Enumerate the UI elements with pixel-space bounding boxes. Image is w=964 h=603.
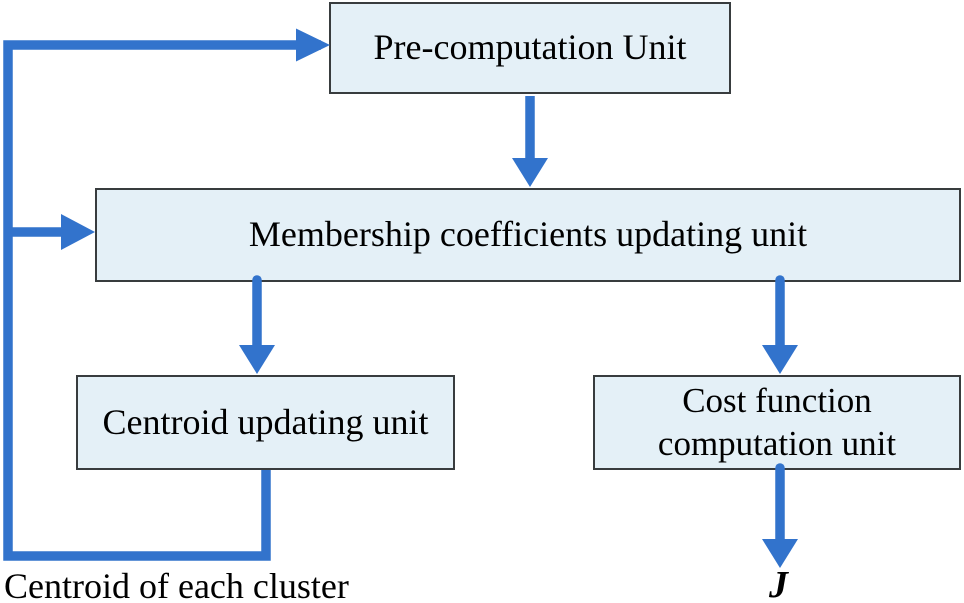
node-centroid-updating-unit: Centroid updating unit	[76, 375, 455, 470]
node-cost-label-line1: Cost function	[682, 380, 872, 420]
feedback-loop-line	[3, 40, 321, 561]
arrowhead-pre-to-membership-icon	[512, 158, 548, 187]
arrowhead-into-pre-computation-icon	[296, 28, 330, 62]
output-variable-label: J	[769, 564, 788, 603]
node-membership-coefficients-updating-unit: Membership coefficients updating unit	[95, 188, 961, 282]
node-pre-computation-unit: Pre-computation Unit	[329, 2, 731, 94]
node-cost-function-computation-unit: Cost function computation unit	[593, 375, 961, 470]
node-cost-label-line2: computation unit	[657, 423, 897, 463]
node-pre-computation-label: Pre-computation Unit	[373, 27, 687, 68]
arrowhead-membership-to-cost-icon	[762, 345, 798, 374]
node-centroid-label: Centroid updating unit	[102, 401, 429, 442]
arrowhead-membership-to-centroid-icon	[239, 345, 275, 374]
arrowhead-into-membership-icon	[61, 214, 95, 250]
feedback-annotation: Centroid of each cluster	[4, 566, 349, 603]
node-membership-label: Membership coefficients updating unit	[248, 214, 808, 255]
